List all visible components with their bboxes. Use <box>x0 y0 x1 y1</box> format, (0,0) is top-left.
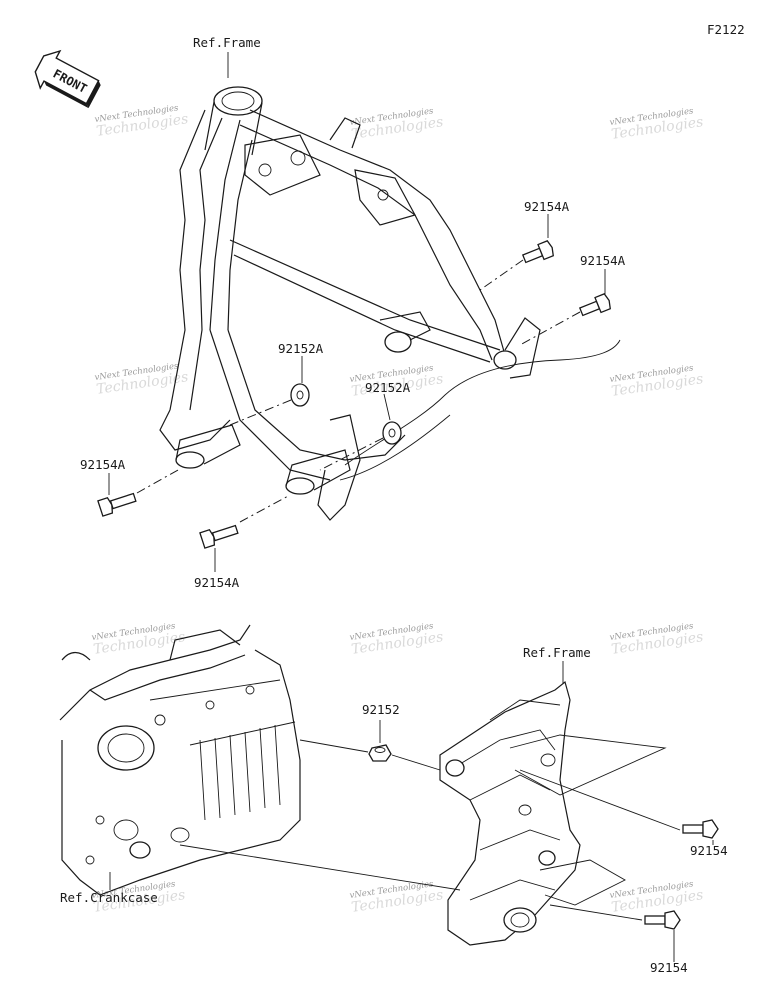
bolt-92154a-upper-right-1 <box>521 240 554 264</box>
part-number-92154a-left: 92154A <box>80 457 126 472</box>
part-number-92154a-upper-right-1: 92154A <box>524 199 570 214</box>
ref-frame-label-bottom: Ref.Frame <box>523 645 591 660</box>
bolt-92154a-left <box>97 492 137 517</box>
bolt-92154-bottom-lower <box>644 910 681 930</box>
part-number-92154a-lower-left: 92154A <box>194 575 240 590</box>
lower-hardware <box>179 734 719 930</box>
part-number-92152a-lower: 92152A <box>365 380 411 395</box>
upper-hardware <box>97 240 611 549</box>
part-number-92152-bottom: 92152 <box>362 702 400 717</box>
bolt-92154-bottom-upper <box>682 819 719 839</box>
lower-leader-lines <box>109 661 714 962</box>
upper-leader-lines <box>108 52 606 572</box>
part-number-92154-bottom-upper: 92154 <box>690 843 728 858</box>
part-number-92154a-upper-right-2: 92154A <box>580 253 626 268</box>
bolt-92154a-upper-right-2 <box>578 293 611 317</box>
collar-92152-bottom <box>368 744 392 762</box>
ref-frame-label-top: Ref.Frame <box>193 35 261 50</box>
main-frame-drawing <box>159 86 621 521</box>
collar-92152a-lower <box>382 421 402 445</box>
ref-crankcase-label: Ref.Crankcase <box>60 890 158 905</box>
part-number-92154-bottom-lower: 92154 <box>650 960 688 975</box>
crankcase-drawing <box>59 624 301 896</box>
bolt-92154a-lower-left <box>199 524 239 549</box>
frame-bracket-drawing <box>439 680 581 946</box>
collar-92152a-upper <box>290 383 310 407</box>
figure-code: F2122 <box>707 22 745 37</box>
part-number-92152a-upper: 92152A <box>278 341 324 356</box>
front-arrow-icon: FRONT <box>34 49 101 109</box>
